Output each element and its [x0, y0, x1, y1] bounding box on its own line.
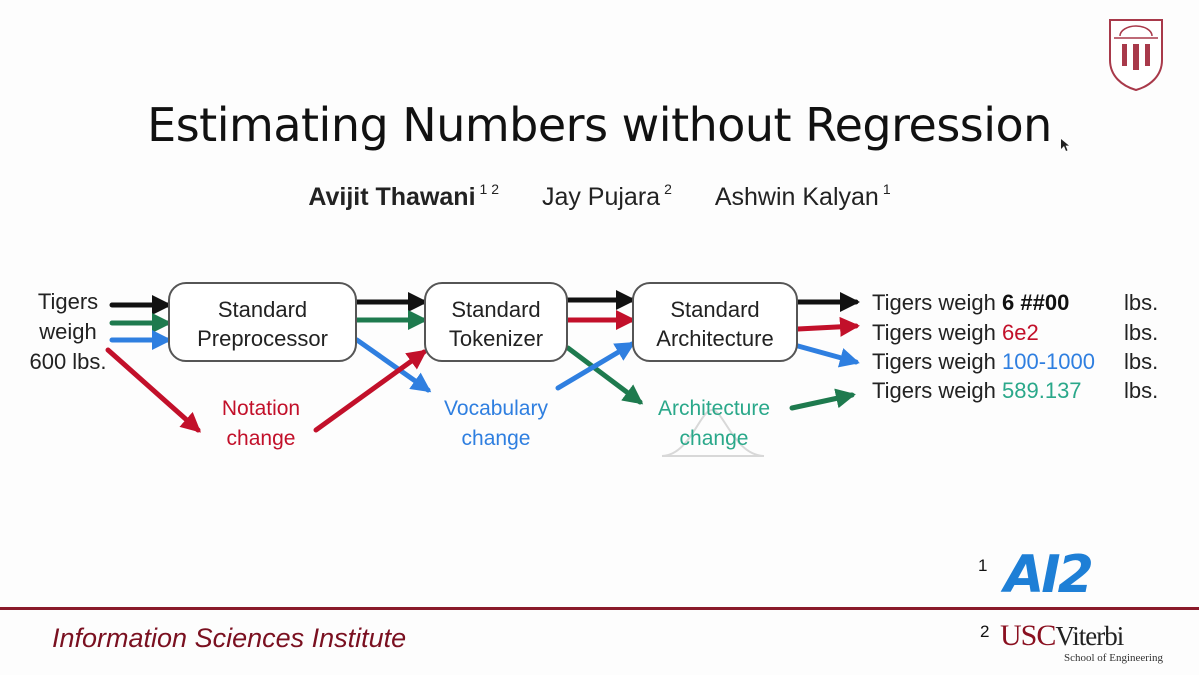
arrow-red: [105, 347, 201, 433]
footer-institute: Information Sciences Institute: [52, 623, 407, 653]
input-line: weigh: [39, 319, 97, 344]
arrow-red: [313, 349, 428, 433]
output-value: 100-1000: [1002, 349, 1095, 374]
input-sentence: Tigers weigh 600 lbs.: [18, 287, 118, 377]
box-label: Architecture: [656, 326, 774, 351]
ai2-affiliation-number: 1: [978, 556, 988, 575]
usc-seal-icon: [1109, 19, 1163, 92]
output-unit: lbs.: [1124, 290, 1159, 315]
box-label: Standard: [451, 297, 541, 322]
author-affiliation: 1 2: [479, 181, 499, 197]
architecture-change-note: Architecture change: [640, 394, 788, 454]
output-unit: lbs.: [1124, 349, 1159, 374]
usc-affiliation-number: 2: [980, 622, 990, 641]
ai2-logo: AI2: [1004, 545, 1094, 605]
notation-change-note: Notation change: [196, 394, 326, 454]
output-prefix: Tigers weigh: [872, 378, 1003, 403]
output-unit: lbs.: [1124, 320, 1159, 345]
author-affiliation: 1: [882, 181, 891, 197]
arrow-green: [789, 388, 856, 411]
viterbi-text: Viterbi: [1055, 621, 1124, 651]
author-name: Jay Pujara: [541, 183, 661, 211]
output-line: Tigers weigh 6e2 lbs.: [872, 318, 1172, 348]
output-value: 589.137: [1002, 378, 1082, 403]
slide-title: Estimating Numbers without Regression: [147, 98, 1052, 152]
output-line: Tigers weigh 589.137 lbs.: [872, 376, 1172, 406]
arrow-green: [565, 345, 644, 405]
input-line: Tigers: [37, 289, 99, 314]
arrow-blue: [555, 341, 636, 391]
box-label: Standard: [670, 297, 760, 322]
output-line: Tigers weigh 100-1000 lbs.: [872, 347, 1172, 377]
arrow-blue: [795, 343, 860, 368]
box-label: Preprocessor: [197, 326, 328, 351]
output-prefix: Tigers weigh: [872, 349, 1003, 374]
arrow-red: [795, 316, 860, 337]
architecture-box: Standard Architecture: [632, 282, 798, 362]
vocabulary-change-note: Vocabulary change: [422, 394, 570, 454]
usc-text: USC: [1000, 619, 1056, 652]
output-prefix: Tigers weigh: [872, 290, 1003, 315]
school-of-engineering: School of Engineering: [1064, 652, 1163, 664]
tokenizer-box: Standard Tokenizer: [424, 282, 568, 362]
author-name: Ashwin Kalyan: [714, 183, 879, 211]
author-name: Avijit Thawani: [308, 183, 476, 211]
distribution-curve-icon: [661, 408, 765, 457]
note-line: Vocabulary: [444, 397, 548, 420]
note-line: change: [461, 427, 531, 450]
note-line: Architecture: [657, 397, 771, 420]
output-line: Tigers weigh 6 ##00 lbs.: [872, 288, 1172, 318]
input-line: 600 lbs.: [29, 349, 107, 374]
footer-divider: [0, 607, 1199, 610]
note-line: change: [226, 427, 296, 450]
preprocessor-box: Standard Preprocessor: [168, 282, 357, 362]
author-affiliation: 2: [664, 181, 672, 197]
cursor-icon: [1061, 139, 1069, 151]
usc-viterbi-logo: USCViterbi: [1000, 619, 1124, 653]
box-label: Standard: [217, 297, 308, 322]
output-prefix: Tigers weigh: [872, 320, 1003, 345]
note-line: change: [679, 427, 749, 450]
output-value: 6 ##00: [1002, 290, 1070, 315]
output-value: 6e2: [1002, 320, 1039, 345]
note-line: Notation: [221, 397, 301, 420]
box-label: Tokenizer: [448, 326, 544, 351]
output-unit: lbs.: [1124, 378, 1159, 403]
arrow-blue: [354, 337, 432, 393]
